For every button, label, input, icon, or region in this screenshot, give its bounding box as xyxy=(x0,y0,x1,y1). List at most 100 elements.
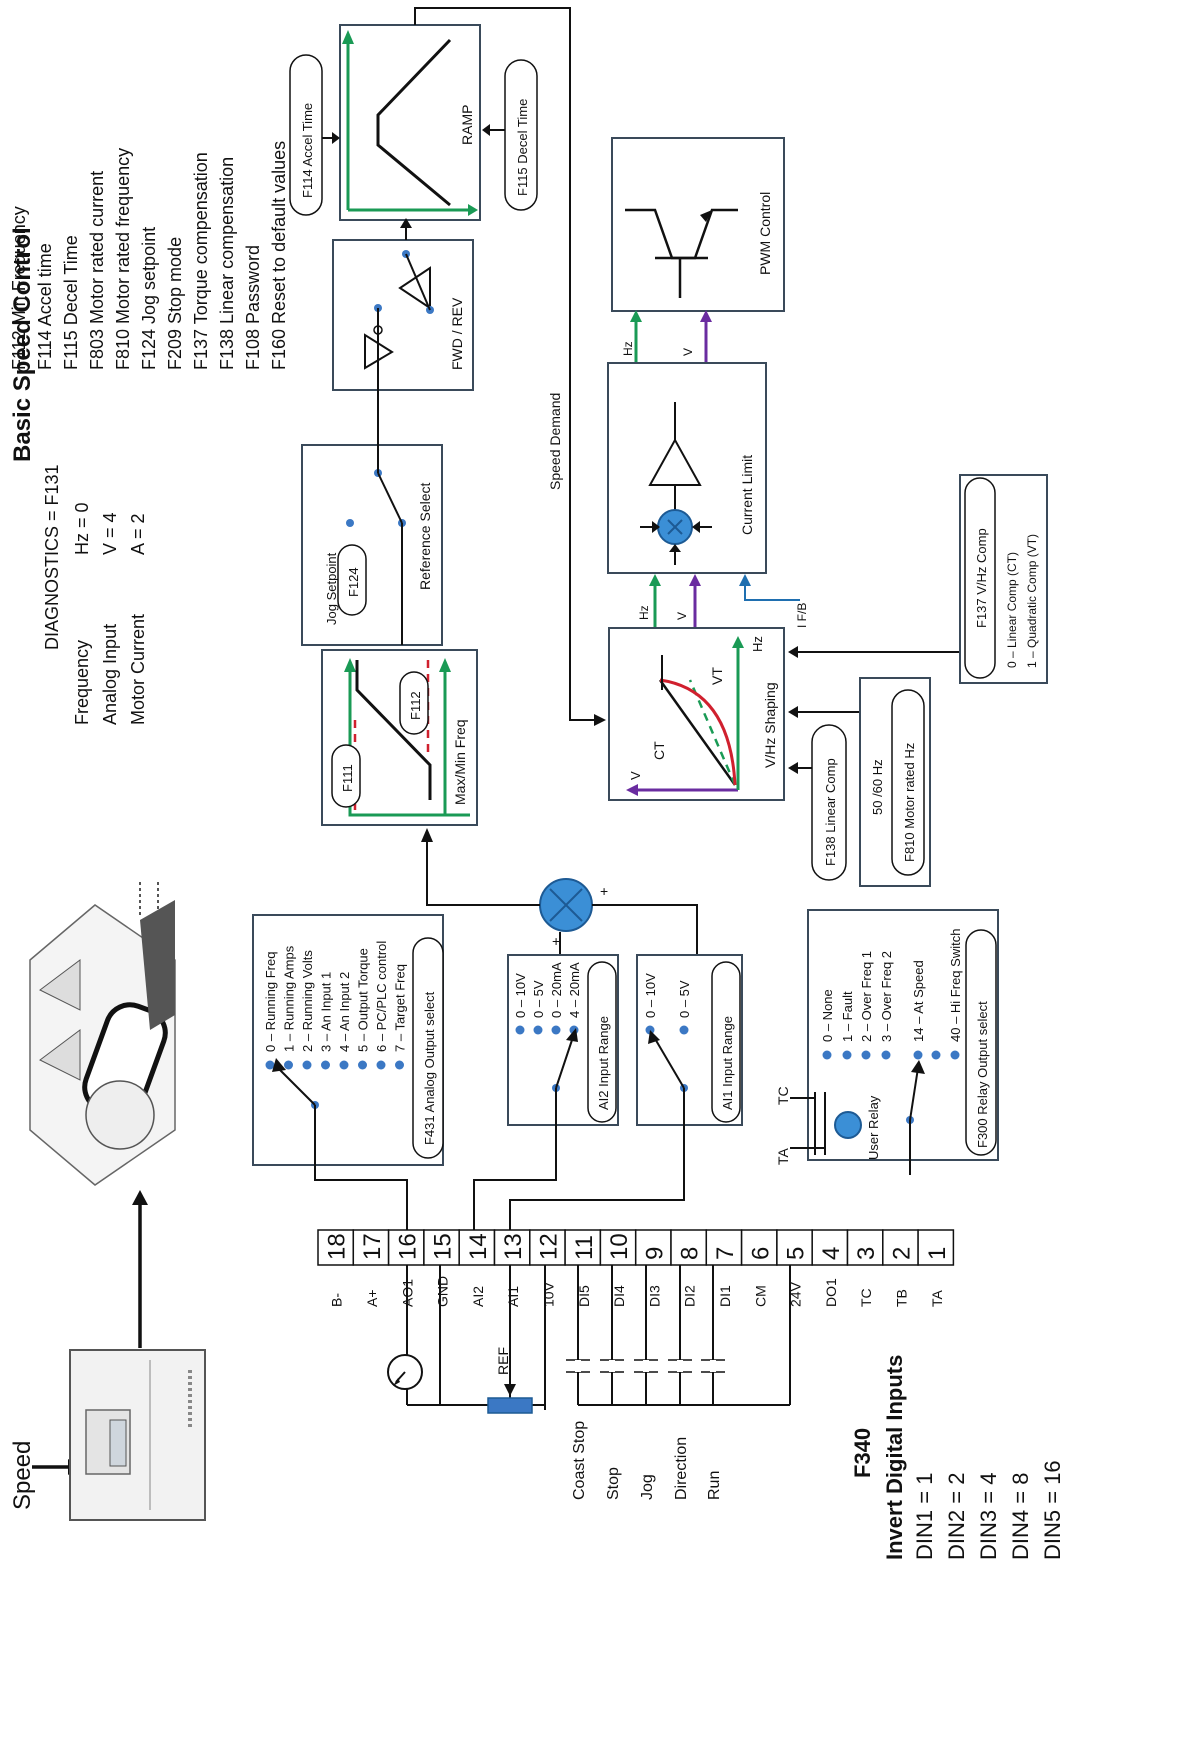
pwm-hz-label: Hz xyxy=(621,341,635,356)
relay-ta-label: TA xyxy=(775,1147,791,1165)
terminal-6: 6CM xyxy=(742,1230,777,1307)
rated-hz-top: 50 /60 Hz xyxy=(870,759,885,815)
terminal-number: 11 xyxy=(571,1235,598,1260)
speed-demand-label: Speed Demand xyxy=(547,393,563,490)
analog-output-option: 5 – Output Torque xyxy=(356,948,371,1052)
option-dot xyxy=(377,1061,386,1070)
max-min-freq-label: Max/Min Freq xyxy=(452,719,468,805)
option-dot xyxy=(321,1061,330,1070)
terminal-block: 18B-17A+16AO115GND14AI213AI11210V11DI510… xyxy=(318,1230,953,1307)
accel-time-pill: F114 Accel Time xyxy=(290,55,340,215)
vhz-comp-box: F137 V/Hz Comp 0 – Linear Comp (CT) 1 – … xyxy=(960,475,1047,683)
accel-time-label: F114 Accel Time xyxy=(300,103,315,198)
option-dot xyxy=(516,1026,525,1035)
terminal-label: CM xyxy=(752,1285,768,1307)
linear-comp-pill: F138 Linear Comp xyxy=(812,725,846,880)
min-freq-param: F111 xyxy=(340,764,355,792)
terminal-number: 1 xyxy=(924,1247,951,1260)
ai2-range-label: AI2 Input Range xyxy=(596,1016,611,1110)
switch-label: Run xyxy=(706,1471,723,1500)
diagnostic-name: Frequency xyxy=(72,640,92,725)
parameter-item: F810 Motor rated frequency xyxy=(113,148,133,370)
terminal-label: A+ xyxy=(364,1289,380,1307)
relay-option: 0 – None xyxy=(820,989,835,1042)
relay-output-select-label: F300 Relay Output select xyxy=(975,1001,990,1148)
ai2-option: 4 – 20mA xyxy=(567,962,582,1018)
relay-tc-label: TC xyxy=(775,1086,791,1105)
option-dot xyxy=(951,1051,960,1060)
analog-output-select-block: 0 – Running Freq1 – Running Amps2 – Runn… xyxy=(253,915,443,1165)
fwd-rev-label: FWD / REV xyxy=(449,297,465,370)
analog-output-option: 4 – An Input 2 xyxy=(337,972,352,1052)
terminal-number: 2 xyxy=(888,1247,915,1260)
vhz-v-label: V xyxy=(675,612,689,620)
terminal-number: 4 xyxy=(818,1247,845,1260)
terminal-number: 10 xyxy=(606,1233,633,1260)
switch-label: Jog xyxy=(639,1474,656,1500)
diagnostics-panel: DIAGNOSTICS = F131 Frequency Hz = 0 Anal… xyxy=(42,464,148,725)
diagnostic-value: V = 4 xyxy=(100,512,120,555)
vhz-ct-label: CT xyxy=(651,741,667,760)
current-feedback-label: I F/B xyxy=(795,603,809,628)
current-limit-label: Current Limit xyxy=(739,455,755,535)
option-dot xyxy=(284,1061,293,1070)
ai1-range-label: AI1 Input Range xyxy=(720,1016,735,1110)
f340-row: DIN3 = 4 xyxy=(976,1473,1001,1560)
vhz-v-axis-label: V xyxy=(628,771,643,780)
vhz-vt-label: VT xyxy=(709,667,725,685)
terminal-number: 16 xyxy=(394,1233,421,1260)
analog-output-option: 6 – PC/PLC control xyxy=(374,941,389,1052)
option-dot xyxy=(680,1026,689,1035)
terminal-number: 13 xyxy=(500,1233,527,1260)
switch-label: Direction xyxy=(673,1437,690,1500)
rated-hz-param: F810 Motor rated Hz xyxy=(902,743,917,862)
terminal-number: 8 xyxy=(677,1247,704,1260)
switch-label: Stop xyxy=(605,1467,622,1500)
terminal-17: 17A+ xyxy=(353,1230,388,1307)
option-dot xyxy=(340,1061,349,1070)
terminal-label: AI1 xyxy=(505,1286,521,1307)
terminal-number: 17 xyxy=(359,1233,386,1260)
decel-time-pill: F115 Decel Time xyxy=(482,60,537,210)
max-freq-param: F112 xyxy=(408,691,423,720)
option-dot xyxy=(534,1026,543,1035)
terminal-number: 15 xyxy=(430,1233,457,1260)
option-dot xyxy=(395,1061,404,1070)
ai1-option: 0 – 5V xyxy=(677,980,692,1018)
analog-output-option: 3 – An Input 1 xyxy=(319,972,334,1052)
option-dot xyxy=(843,1051,852,1060)
diagnostic-name: Analog Input xyxy=(100,624,120,725)
option-dot xyxy=(862,1051,871,1060)
terminal-label: DI3 xyxy=(646,1285,662,1307)
parameter-item: F112 Min Frequency xyxy=(9,206,29,370)
terminal-label: AI2 xyxy=(470,1286,486,1307)
ai2-option: 0 – 10V xyxy=(513,973,528,1018)
relay-output-block: 0 – None1 – Fault2 – Over Freq 13 – Over… xyxy=(775,910,998,1175)
diagnostics-heading: DIAGNOSTICS = F131 xyxy=(42,464,62,650)
f340-row: DIN2 = 2 xyxy=(944,1473,969,1560)
parameter-item: F209 Stop mode xyxy=(165,237,185,370)
parameter-item: F115 Decel Time xyxy=(61,235,81,370)
linear-comp-label: F138 Linear Comp xyxy=(823,758,838,866)
parameter-item: F138 Linear compensation xyxy=(217,157,237,370)
terminal-18: 18B- xyxy=(318,1230,353,1307)
option-dot xyxy=(358,1061,367,1070)
analog-output-option: 2 – Running Volts xyxy=(300,950,315,1052)
option-dot xyxy=(914,1051,923,1060)
vhz-comp-title: F137 V/Hz Comp xyxy=(974,528,989,628)
plus-sign: + xyxy=(552,933,560,949)
vhz-shaping-block: V CT VT Hz V/Hz Shaping xyxy=(609,628,784,800)
terminal-8: 8DI2 xyxy=(671,1230,706,1307)
terminal-number: 7 xyxy=(712,1247,739,1260)
terminal-2: 2TB xyxy=(883,1230,918,1307)
terminal-label: DI2 xyxy=(682,1285,698,1307)
speed-label: Speed xyxy=(9,1441,36,1510)
plus-sign: + xyxy=(600,883,608,899)
terminal-number: 3 xyxy=(853,1247,880,1260)
